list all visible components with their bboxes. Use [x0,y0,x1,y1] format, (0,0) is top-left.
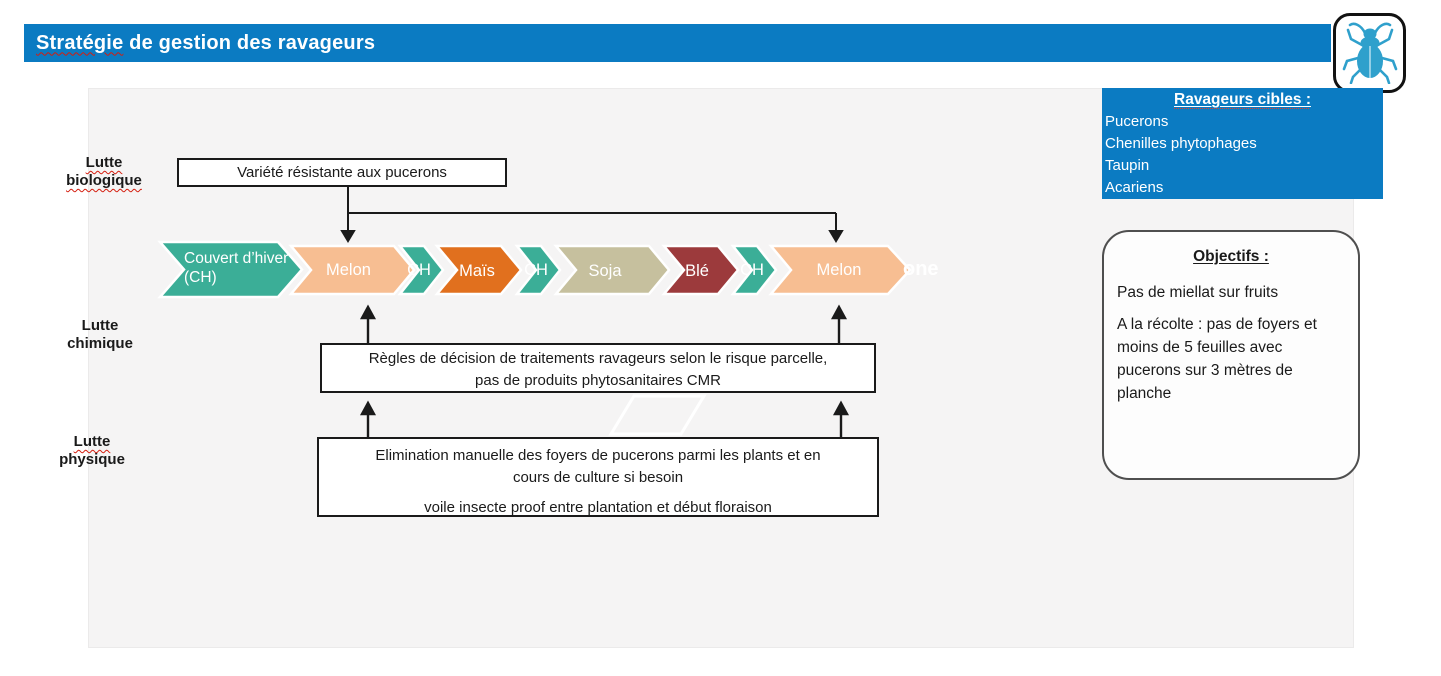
objectifs-par2: A la récolte : pas de foyers et moins de… [1117,316,1317,402]
chevron-label-ch-3: CH [740,261,764,279]
ravageurs-cibles-title: Ravageurs cibles : [1174,91,1311,108]
label-lutte-chimique: Lutte chimique [67,317,133,352]
physique-par1-line2: cours de culture si besoin [512,469,684,486]
beetle-icon-badge [1333,13,1406,93]
chevron-label-mais: Maïs [459,262,495,280]
chimique-box: Règles de décision de traitements ravage… [320,343,876,393]
chevron-label-melon-2: Melon [816,261,862,279]
timeline-overflow-text: one [903,258,939,280]
chevron-label-ble: Blé [685,262,709,280]
chimique-line2: pas de produits phytosanitaires CMR [475,372,721,389]
physique-par2: voile insecte proof entre plantation et … [424,499,772,516]
objectifs-par1: Pas de miellat sur fruits [1117,284,1279,301]
chevron-label-couvert: Couvert d’hiver (CH) [184,250,289,286]
beetle-icon [1341,18,1399,89]
objectifs-title: Objectifs : [1193,248,1269,265]
label-lutte-physique: Lutte physique [59,433,125,468]
physique-par1-line1: Elimination manuelle des foyers de pucer… [375,447,821,464]
chimique-line1: Règles de décision de traitements ravage… [368,350,828,367]
chevron-label-ch-2: CH [524,261,548,279]
physique-box: Elimination manuelle des foyers de pucer… [317,437,879,517]
objectifs-box: Objectifs : Pas de miellat sur fruits A … [1102,230,1360,480]
page-title-rest: de gestion des ravageurs [123,31,376,54]
ravageur-item: Chenilles phytophages [1105,135,1257,152]
chevron-label-ch-1: CH [407,261,431,279]
page-title-accent: Stratégie [36,31,124,54]
chevron-label-soja: Soja [588,262,622,280]
page-title: Stratégie de gestion des ravageurs [36,32,375,55]
ravageur-item: Acariens [1105,179,1164,196]
ravageurs-cibles-box: Ravageurs cibles : Pucerons Chenilles ph… [1102,88,1383,199]
chevron-label-melon-1: Melon [326,261,371,279]
ravageur-item: Taupin [1105,157,1150,174]
ravageur-item: Pucerons [1105,113,1169,130]
label-lutte-biologique: Lutte biologique [66,154,142,189]
variete-box: Variété résistante aux pucerons [177,158,507,187]
header-bar: Stratégie de gestion des ravageurs [24,24,1331,62]
